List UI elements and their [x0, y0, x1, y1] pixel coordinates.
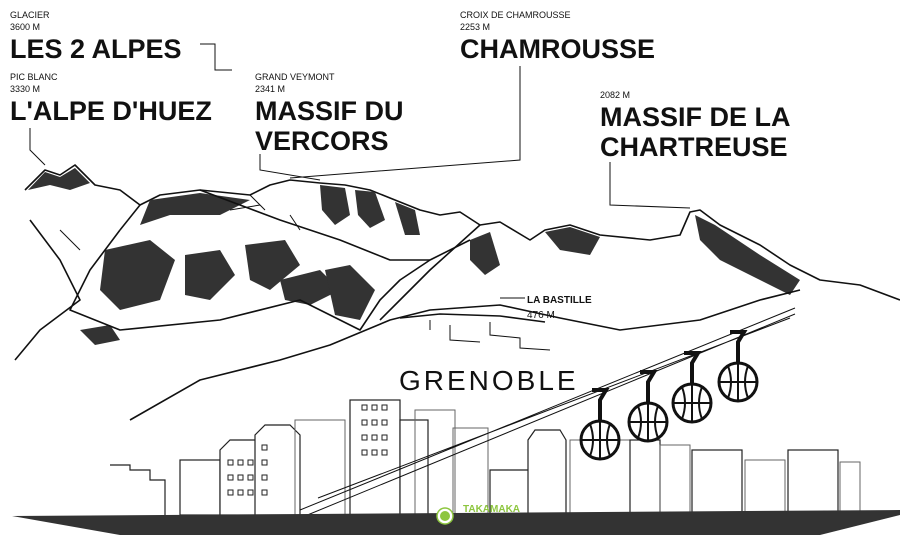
takamaka-marker[interactable]: TAKAMAKA: [436, 504, 520, 525]
peak-label-les-2-alpes: GLACIER 3600 M LES 2 ALPES: [10, 10, 182, 64]
gondola-cabin: [671, 351, 713, 424]
peak-name: GLACIER: [10, 10, 50, 20]
massif-name-line2: CHARTREUSE: [600, 132, 788, 162]
city-skyline: [110, 399, 861, 516]
massif-name: L'ALPE D'HUEZ: [10, 96, 212, 126]
peak-label-alpe-d-huez: PIC BLANC 3330 M L'ALPE D'HUEZ: [10, 72, 212, 126]
gondola-cabin: [717, 330, 759, 403]
massif-name-line1: MASSIF DE LA: [600, 102, 791, 132]
mountain-range: [14, 164, 900, 421]
massif-name: CHAMROUSSE: [460, 34, 655, 64]
massif-name-line2: VERCORS: [255, 126, 389, 156]
peak-altitude: 3600 M: [10, 22, 40, 32]
gondola-cabin: [627, 370, 669, 443]
peak-name: GRAND VEYMONT: [255, 72, 335, 82]
peak-altitude: 2341 M: [255, 84, 285, 94]
cable-car: [299, 307, 796, 517]
peak-label-vercors: GRAND VEYMONT 2341 M MASSIF DU VERCORS: [255, 72, 404, 156]
peak-altitude: 2253 M: [460, 22, 490, 32]
leader-lines: [29, 43, 691, 299]
city-name: GRENOBLE: [399, 365, 579, 396]
bastille-label: LA BASTILLE 476 M: [527, 295, 592, 321]
ground: [12, 510, 900, 535]
massif-name-line1: MASSIF DU: [255, 96, 404, 126]
gondola-cabin: [579, 388, 621, 461]
peak-label-chartreuse: 2082 M MASSIF DE LA CHARTREUSE: [600, 90, 791, 162]
peak-name: PIC BLANC: [10, 72, 58, 82]
peak-altitude: 2082 M: [600, 90, 630, 100]
location-name[interactable]: TAKAMAKA: [463, 504, 520, 515]
peak-name: CROIX DE CHAMROUSSE: [460, 10, 571, 20]
bastille-name: LA BASTILLE: [527, 295, 592, 306]
peak-altitude: 3330 M: [10, 84, 40, 94]
peak-label-chamrousse: CROIX DE CHAMROUSSE 2253 M CHAMROUSSE: [460, 10, 655, 64]
massif-name: LES 2 ALPES: [10, 34, 182, 64]
bastille-altitude: 476 M: [527, 310, 555, 321]
